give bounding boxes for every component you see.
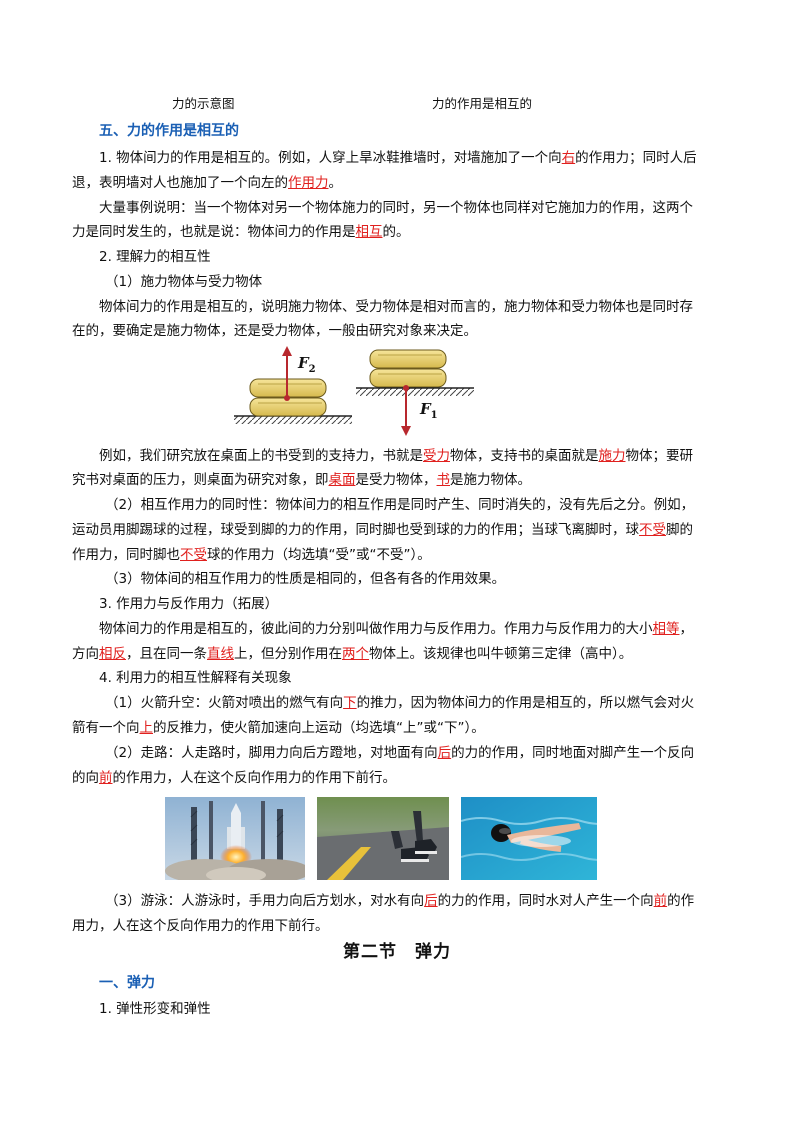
text-span: 物体上。该规律也叫牛顿第三定律（高中）。 bbox=[369, 646, 633, 662]
text-span: 例如，我们研究放在桌面上的书受到的支持力，书就是 bbox=[99, 448, 423, 464]
paragraph-line: 运动员用脚踢球的过程，球受到脚的力的作用，同时脚也受到球的力的作用；当球飞离脚时… bbox=[72, 520, 693, 540]
text-span: 球的作用力（均选填“受”或“不受”）。 bbox=[207, 547, 431, 563]
answer-blank: 上 bbox=[139, 720, 154, 736]
numbered-item: 2. 理解力的相互性 bbox=[99, 249, 211, 265]
paragraph-line: 大量事例说明：当一个物体对另一个物体施力的同时，另一个物体也同样对它施加力的作用… bbox=[99, 200, 693, 216]
answer-blank: 相反 bbox=[99, 646, 126, 662]
paragraph-line: （3）物体间的相互作用力的性质是相同的，但各有各的作用效果。 bbox=[105, 571, 506, 587]
paragraph-line: 1. 物体间力的作用是相互的。例如，人穿上旱冰鞋推墙时，对墙施加了一个向右的作用… bbox=[99, 148, 697, 168]
text-span: 是施力物体。 bbox=[450, 472, 531, 488]
text-span: 1. 物体间力的作用是相互的。例如，人穿上旱冰鞋推墙时，对墙施加了一个向 bbox=[99, 150, 562, 166]
paragraph-line: 方向相反，且在同一条直线上，但分别作用在两个物体上。该规律也叫牛顿第三定律（高中… bbox=[72, 644, 632, 664]
text-span: 的推力，因为物体间力的作用是相互的，所以燃气会对火 bbox=[356, 695, 695, 711]
text-span: 物体；要研 bbox=[625, 448, 694, 464]
books-force-figure: F2 F1 bbox=[234, 346, 474, 436]
caption-force-diagram: 力的示意图 bbox=[172, 96, 235, 111]
paragraph-line: 物体间力的作用是相互的，说明施力物体、受力物体是相对而言的，施力物体和受力物体也… bbox=[99, 299, 693, 315]
text-span: 的作用力，人在这个反向作用力的作用下前行。 bbox=[112, 770, 397, 786]
answer-blank: 施力 bbox=[598, 448, 626, 464]
answer-blank: 作用力 bbox=[288, 175, 329, 191]
text-span: 运动员用脚踢球的过程，球受到脚的力的作用，同时脚也受到球的力的作用；当球飞离脚时… bbox=[72, 522, 639, 538]
text-span: 箭有一个向 bbox=[72, 720, 140, 736]
text-span: （3）游泳：人游泳时，手用力向后方划水，对水有向 bbox=[105, 893, 425, 909]
paragraph-line: 的向前的作用力，人在这个反向作用力的作用下前行。 bbox=[72, 768, 396, 788]
text-span: 力是同时发生的，也就是说：物体间力的作用是 bbox=[72, 224, 356, 240]
answer-blank: 书 bbox=[436, 472, 451, 488]
numbered-item: 3. 作用力与反作用力（拓展） bbox=[99, 596, 279, 612]
paragraph-line: 作用力，同时脚也不受球的作用力（均选填“受”或“不受”）。 bbox=[72, 545, 431, 565]
paragraph-line: （3）游泳：人游泳时，手用力向后方划水，对水有向后的力的作用，同时水对人产生一个… bbox=[105, 891, 694, 911]
answer-blank: 相互 bbox=[355, 224, 383, 240]
answer-blank: 后 bbox=[437, 745, 452, 761]
text-span: 的。 bbox=[382, 224, 410, 240]
paragraph-line: 究书对桌面的压力，则桌面为研究对象，即桌面是受力物体，书是施力物体。 bbox=[72, 470, 531, 490]
sub-item: （1）施力物体与受力物体 bbox=[105, 274, 263, 290]
arrow-f2 bbox=[282, 346, 292, 401]
section-heading: 五、力的作用是相互的 bbox=[99, 123, 239, 139]
paragraph-line: 例如，我们研究放在桌面上的书受到的支持力，书就是受力物体，支持书的桌面就是施力物… bbox=[99, 446, 693, 466]
text-span: 作用力，同时脚也 bbox=[72, 547, 180, 563]
text-span: 的反推力，使火箭加速向上运动（均选填“上”或“下”）。 bbox=[153, 720, 485, 736]
answer-blank: 两个 bbox=[342, 646, 369, 662]
text-span: 究书对桌面的压力，则桌面为研究对象，即 bbox=[72, 472, 329, 488]
paragraph-line: 退，表明墙对人也施加了一个向左的作用力。 bbox=[72, 173, 342, 193]
answer-blank: 直线 bbox=[207, 646, 234, 662]
paragraph-line: 用力，人在这个反向作用力的作用下前行。 bbox=[72, 918, 329, 934]
rocket-launch-photo bbox=[165, 797, 305, 880]
text-span: 的向 bbox=[72, 770, 99, 786]
text-span: 方向 bbox=[72, 646, 99, 662]
left-book-stack bbox=[234, 378, 352, 424]
arrow-f1 bbox=[401, 385, 411, 436]
answer-blank: 桌面 bbox=[328, 472, 356, 488]
text-span: 退，表明墙对人也施加了一个向左的 bbox=[72, 175, 288, 191]
text-span: ，且在同一条 bbox=[126, 646, 207, 662]
paragraph-line: 在的，要确定是施力物体，还是受力物体，一般由研究对象来决定。 bbox=[72, 323, 477, 339]
caption-mutual-force: 力的作用是相互的 bbox=[432, 96, 533, 111]
text-span: 。 bbox=[328, 175, 343, 191]
paragraph-line: （2）走路：人走路时，脚用力向后方蹬地，对地面有向后的力的作用，同时地面对脚产生… bbox=[105, 743, 694, 763]
walking-photo bbox=[317, 797, 449, 880]
text-span: 物体，支持书的桌面就是 bbox=[450, 448, 599, 464]
text-span: （2）走路：人走路时，脚用力向后方蹬地，对地面有向 bbox=[105, 745, 438, 761]
paragraph-line: 箭有一个向上的反推力，使火箭加速向上运动（均选填“上”或“下”）。 bbox=[72, 718, 485, 738]
paragraph-line: 力是同时发生的，也就是说：物体间力的作用是相互的。 bbox=[72, 222, 410, 242]
paragraph-line: （2）相互作用力的同时性：物体间力的相互作用是同时产生、同时消失的，没有先后之分… bbox=[105, 497, 695, 513]
answer-blank: 不受 bbox=[180, 547, 207, 563]
text-span: （1）火箭升空：火箭对喷出的燃气有向 bbox=[105, 695, 344, 711]
paragraph-line: 物体间力的作用是相互的，彼此间的力分别叫做作用力与反作用力。作用力与反作用力的大… bbox=[99, 619, 693, 639]
text-span: 的作用力；同时人后 bbox=[575, 150, 697, 166]
answer-blank: 受力 bbox=[423, 448, 450, 464]
answer-blank: 前 bbox=[653, 893, 668, 909]
text-span: 上，但分别作用在 bbox=[234, 646, 342, 662]
answer-blank: 前 bbox=[99, 770, 113, 786]
text-span: 是受力物体， bbox=[355, 472, 437, 488]
text-span: ， bbox=[679, 621, 694, 637]
text-span: 脚的 bbox=[666, 522, 693, 538]
text-span: 的力的作用，同时地面对脚产生一个反向 bbox=[451, 745, 695, 761]
text-span: 物体间力的作用是相互的，彼此间的力分别叫做作用力与反作用力。作用力与反作用力的大… bbox=[99, 621, 653, 637]
paragraph-line: （1）火箭升空：火箭对喷出的燃气有向下的推力，因为物体间力的作用是相互的，所以燃… bbox=[105, 693, 694, 713]
numbered-item: 1. 弹性形变和弹性 bbox=[99, 1001, 211, 1017]
answer-blank: 下 bbox=[343, 695, 357, 711]
section-title: 第二节 弹力 bbox=[343, 942, 451, 962]
section-heading: 一、弹力 bbox=[99, 975, 155, 991]
swimming-photo bbox=[461, 797, 597, 880]
answer-blank: 不受 bbox=[639, 522, 666, 538]
answer-blank: 右 bbox=[561, 150, 576, 166]
label-f2: F2 bbox=[297, 354, 316, 375]
answer-blank: 相等 bbox=[652, 621, 680, 637]
text-span: 的作 bbox=[667, 893, 695, 909]
numbered-item: 4. 利用力的相互性解释有关现象 bbox=[99, 670, 292, 686]
label-f1: F1 bbox=[419, 400, 438, 421]
answer-blank: 后 bbox=[424, 893, 438, 909]
text-span: 的力的作用，同时水对人产生一个向 bbox=[437, 893, 654, 909]
right-book-stack bbox=[356, 349, 474, 396]
